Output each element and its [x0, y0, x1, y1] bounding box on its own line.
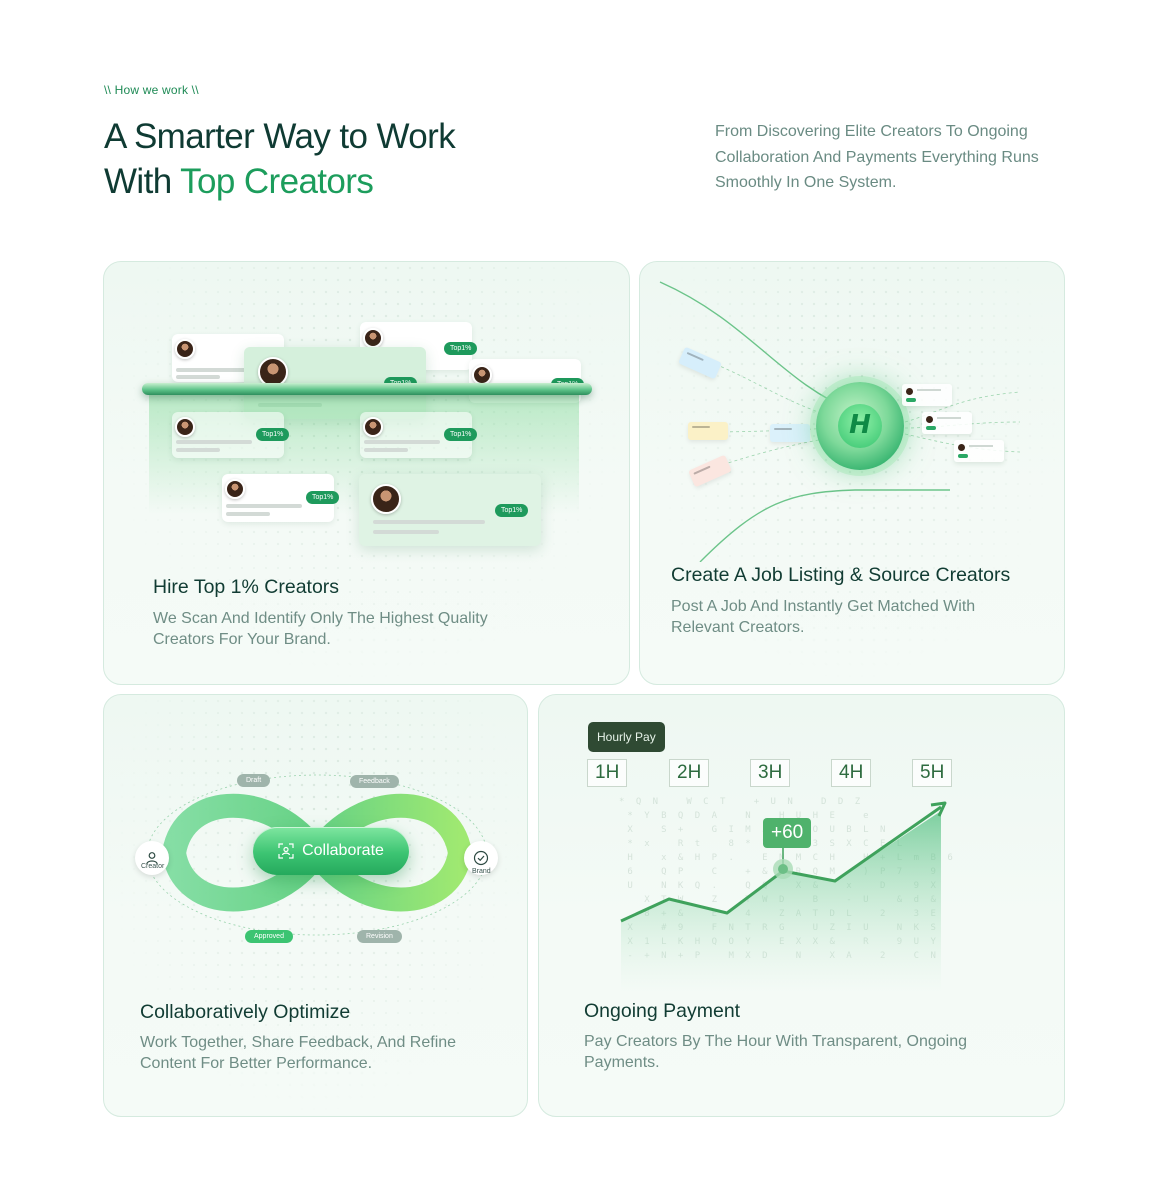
- section-eyebrow: \\ How we work \\: [104, 83, 199, 97]
- creator-profile-card: Top1%: [172, 412, 290, 458]
- creator-profile-card: Top1%: [222, 474, 340, 522]
- avatar: [371, 484, 401, 514]
- revision-tag: Revision: [357, 930, 402, 943]
- card-description: Work Together, Share Feedback, And Refin…: [140, 1034, 457, 1072]
- flow-line: [659, 281, 856, 413]
- earnings-area: [621, 811, 941, 995]
- title-accent: Top Creators: [180, 162, 374, 201]
- avatar: [175, 339, 195, 359]
- hour-3-box: 3H: [750, 759, 791, 787]
- hourly-pay-badge: Hourly Pay: [588, 722, 665, 752]
- title-line-2-prefix: With: [104, 162, 181, 201]
- h-logo-icon: H: [838, 404, 882, 448]
- section-intro: From Discovering Elite Creators To Ongoi…: [715, 123, 1039, 191]
- creator-profile-card: Top1%: [360, 412, 478, 458]
- job-note: [770, 424, 810, 442]
- collaborate-icon: [278, 843, 294, 859]
- dot-pattern: [104, 695, 527, 1116]
- placeholder-line: [226, 512, 270, 516]
- collaborate-card: Draft Feedback Approved Revision Creator…: [103, 694, 528, 1117]
- card-title: Create A Job Listing & Source Creators: [671, 564, 1011, 586]
- avatar: [363, 417, 383, 437]
- matched-creator-card: [922, 412, 972, 434]
- creator-label: Creator: [141, 863, 165, 870]
- placeholder-line: [364, 440, 440, 444]
- collaborate-label: Collaborate: [302, 842, 384, 859]
- hour-4-box: 4H: [831, 759, 872, 787]
- matched-creator-card: [902, 384, 952, 406]
- card-title: Collaboratively Optimize: [140, 1001, 351, 1023]
- card-description: Post A Job And Instantly Get Matched Wit…: [671, 598, 976, 636]
- placeholder-line: [176, 375, 220, 379]
- top-badge: Top1%: [444, 428, 478, 441]
- hour-5-box: 5H: [912, 759, 953, 787]
- feedback-tag: Feedback: [350, 775, 399, 788]
- card-title: Ongoing Payment: [584, 1000, 741, 1022]
- draft-tag: Draft: [237, 774, 271, 787]
- top-badge: Top1%: [444, 342, 478, 355]
- payment-card: * Q N W C T + U N D D Z * Y B Q D A N H …: [538, 694, 1065, 1117]
- job-listing-card: H Create A Job Listing & Source Creators…: [639, 261, 1065, 685]
- placeholder-line: [176, 448, 220, 452]
- hour-2-box: 2H: [669, 759, 710, 787]
- title-line-1: A Smarter Way to Work: [104, 117, 456, 156]
- top-badge: Top1%: [306, 491, 340, 504]
- earnings-increase-badge: +60: [763, 818, 812, 848]
- avatar: [472, 365, 492, 385]
- top-badge: Top1%: [256, 428, 290, 441]
- placeholder-line: [373, 530, 439, 534]
- placeholder-line: [373, 520, 485, 524]
- avatar: [175, 417, 195, 437]
- brand-label: Brand: [472, 868, 491, 875]
- featured-creator-card: Top1%: [359, 474, 541, 546]
- earnings-line: [620, 805, 942, 923]
- placeholder-line: [226, 504, 302, 508]
- matched-creator-card: [954, 440, 1004, 462]
- scanner-bar: [142, 383, 592, 395]
- top-badge: Top1%: [495, 504, 529, 517]
- hour-1-box: 1H: [587, 759, 628, 787]
- avatar: [225, 479, 245, 499]
- arrow-up-icon: [930, 801, 947, 817]
- earnings-chart: [620, 801, 947, 995]
- creator-profile-card: Top1%: [360, 322, 478, 370]
- card-title: Hire Top 1% Creators: [153, 576, 340, 598]
- placeholder-line: [176, 440, 252, 444]
- hire-creators-card: Top1% Top1% Top1% Top1% Top1% Top1% Top1…: [103, 261, 630, 685]
- page-title: A Smarter Way to Work With Top Creators: [104, 114, 456, 204]
- flow-line: [699, 489, 950, 562]
- placeholder-line: [364, 448, 408, 452]
- marker-dot: [778, 864, 788, 874]
- job-note: [688, 422, 728, 440]
- verified-badge-icon: [473, 850, 489, 866]
- card-description: Pay Creators By The Hour With Transparen…: [584, 1033, 967, 1071]
- creator-node: [135, 841, 169, 875]
- user-icon: [146, 852, 158, 865]
- card-description: We Scan And Identify Only The Highest Qu…: [153, 610, 488, 648]
- platform-logo: H: [816, 382, 904, 470]
- collaborate-button[interactable]: Collaborate: [253, 827, 409, 875]
- approved-tag: Approved: [245, 930, 293, 943]
- brand-node: [464, 841, 498, 875]
- avatar: [363, 328, 383, 348]
- placeholder-line: [176, 368, 246, 372]
